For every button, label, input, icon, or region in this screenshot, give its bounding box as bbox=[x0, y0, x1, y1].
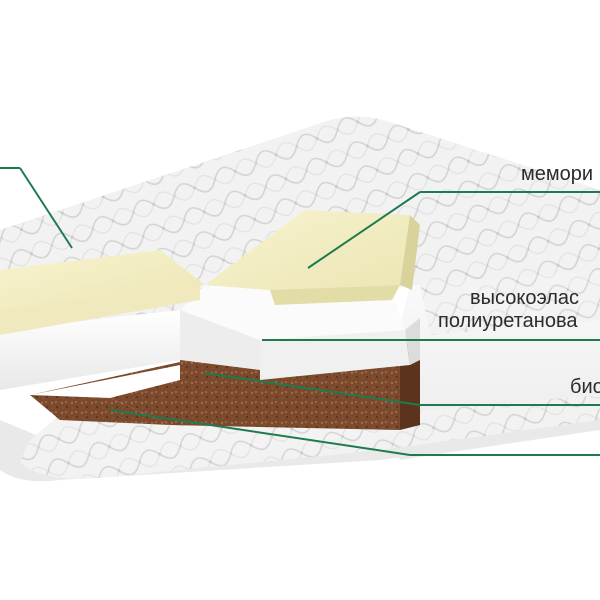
memory-foam-top bbox=[205, 210, 410, 290]
bio-layer-label: био bbox=[570, 376, 600, 398]
memory-foam-left bbox=[0, 280, 200, 335]
hr-foam-front bbox=[0, 310, 180, 390]
memory-foam-label: мемори bbox=[521, 163, 594, 185]
hr-foam-label-line2: полиуретанова bbox=[438, 310, 578, 332]
hr-foam-label-line1: высокоэлас bbox=[470, 287, 580, 309]
leader-lines bbox=[0, 167, 600, 456]
